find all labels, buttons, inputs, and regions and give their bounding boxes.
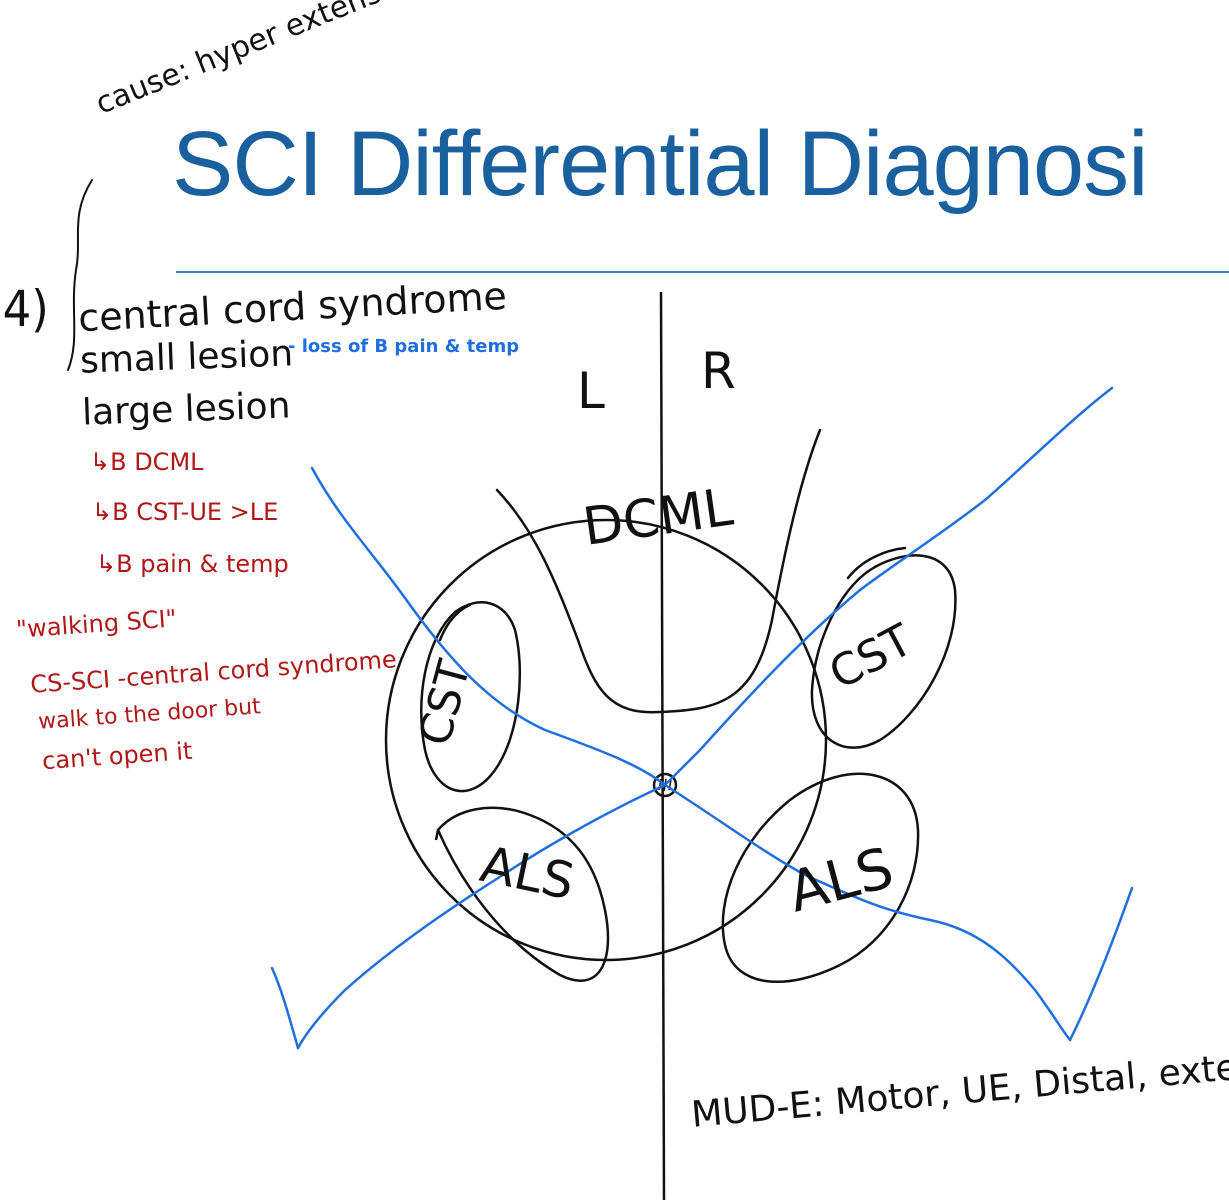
central-canal-lesion: [652, 772, 678, 798]
cst-right-region: [810, 554, 957, 749]
dcml-label: DCML: [579, 478, 736, 558]
als-left-tick: [434, 829, 440, 841]
slide-title: SCI Differential Diagnosi: [172, 113, 1149, 215]
large-lesion-item-1: ↳B DCML: [90, 448, 204, 476]
large-lesion-item-2: ↳B CST-UE >LE: [92, 498, 279, 526]
lesion-left-hook: [270, 966, 300, 1050]
title-underline: [176, 271, 1229, 273]
large-lesion-item-3: ↳B pain & temp: [96, 550, 289, 578]
midline: [659, 291, 666, 1200]
cst-left-region: [420, 601, 522, 793]
als-right-region: [721, 772, 920, 983]
small-lesion-note: - loss of B pain & temp: [288, 336, 520, 357]
right-side-label: R: [701, 342, 736, 400]
cst-left-label: CST: [409, 655, 480, 751]
left-side-label: L: [577, 362, 605, 420]
cst-left-tick: [438, 603, 472, 642]
als-left-region: [436, 806, 610, 982]
als-left-label: ALS: [476, 835, 580, 911]
item-number: 4): [2, 280, 49, 338]
als-right-label: ALS: [782, 836, 900, 926]
lesion-right-hook: [1068, 886, 1134, 1042]
cst-right-label: CST: [821, 614, 921, 699]
lesion-line-left-to-right: [310, 466, 1072, 1042]
dcml-region: [495, 428, 822, 714]
small-lesion: small lesion: [79, 333, 294, 382]
cst-right-tick: [846, 546, 907, 580]
large-lesion: large lesion: [81, 385, 292, 434]
lesion-line-right-to-left: [296, 386, 1114, 1050]
annotation-brace: [67, 179, 93, 371]
